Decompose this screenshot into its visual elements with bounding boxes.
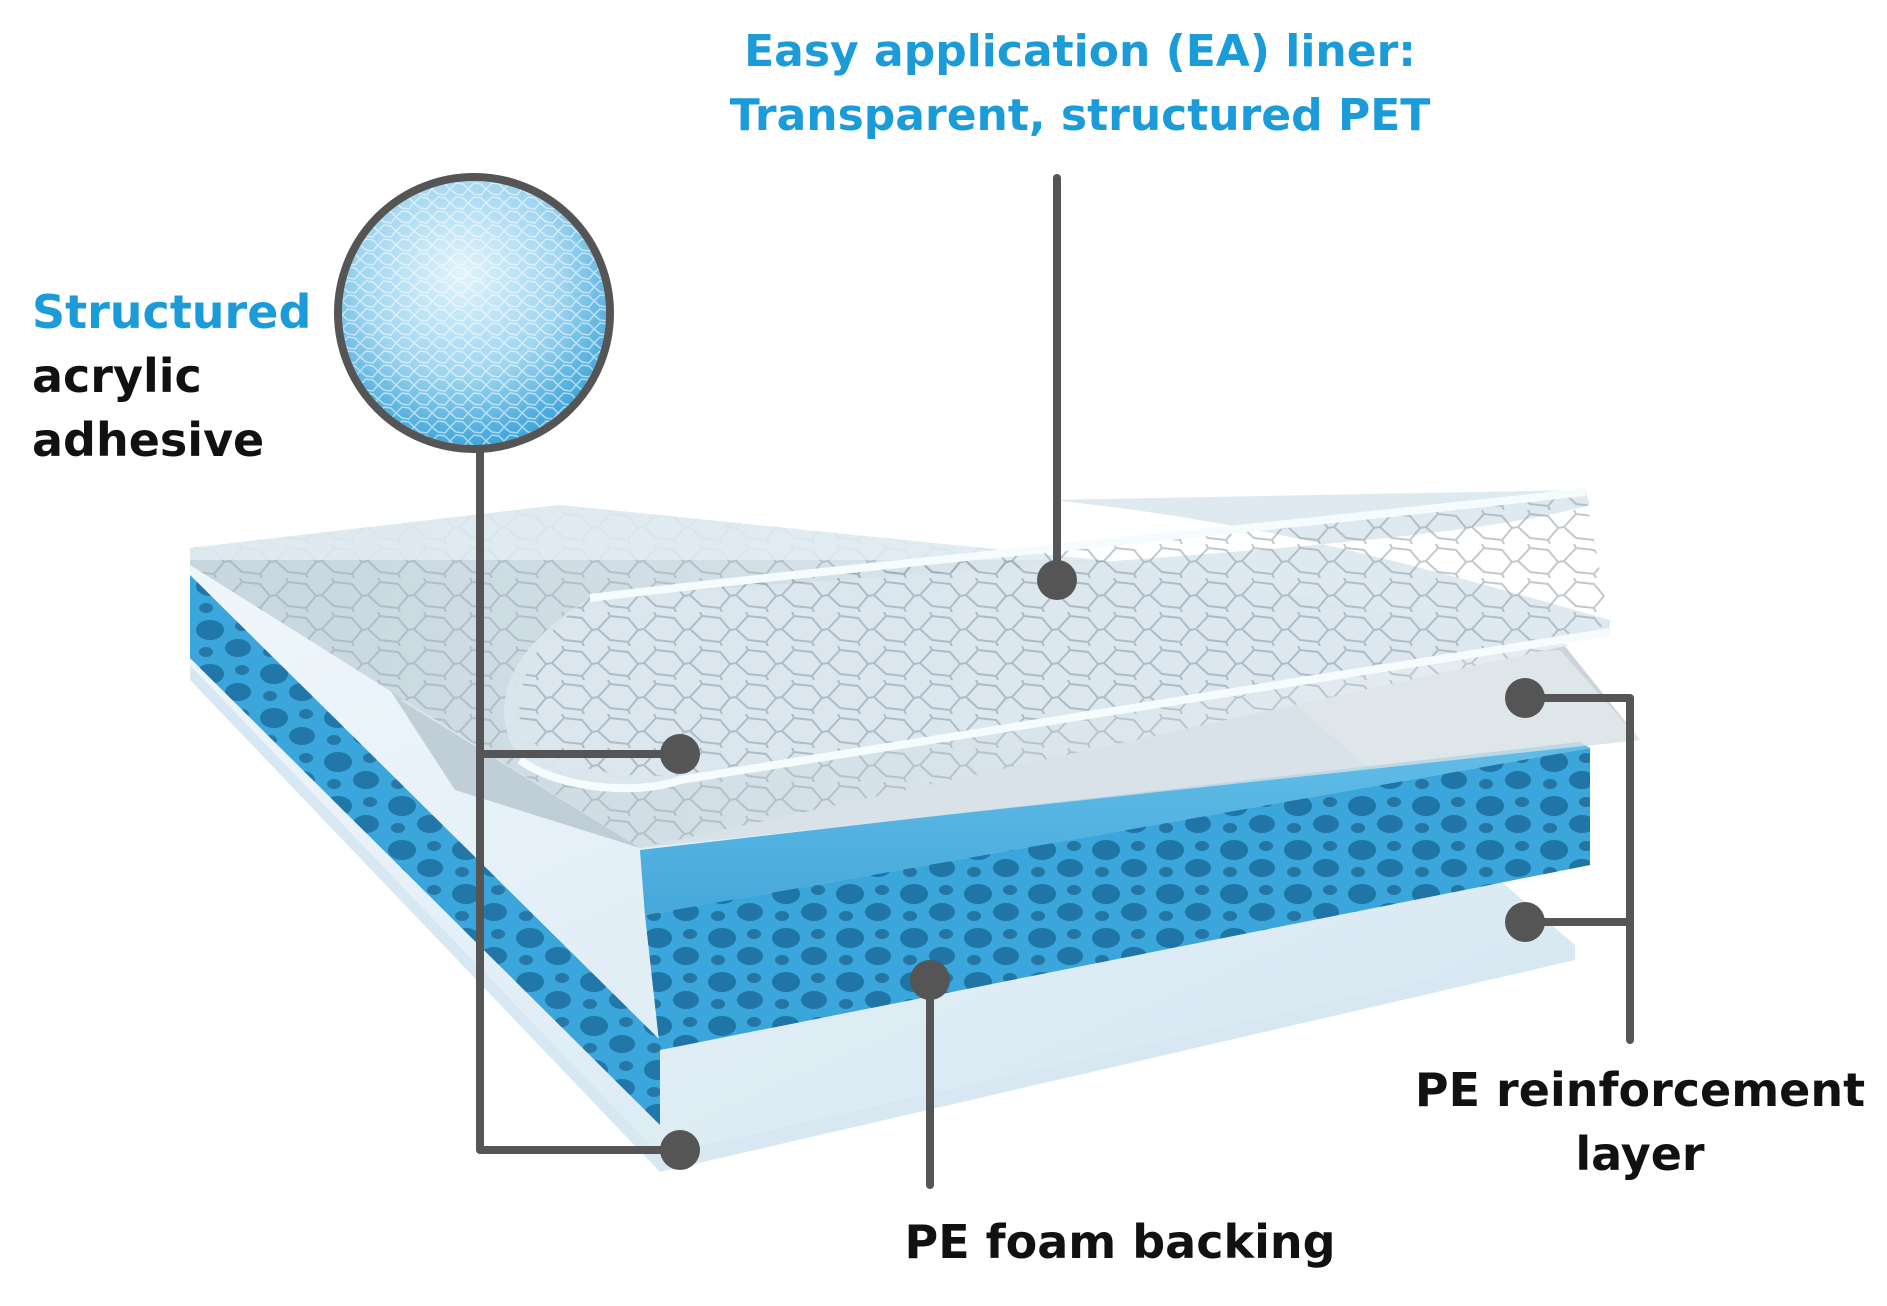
dot-reinforcement-bottom (1505, 902, 1545, 942)
dot-adhesive-bottom (660, 1130, 700, 1170)
ea-liner-label: Easy application (EA) liner: Transparent… (650, 20, 1510, 148)
adhesive-label-line2: acrylic (32, 349, 202, 403)
reinforcement-label-line2: layer (1575, 1127, 1705, 1181)
adhesive-magnifier (334, 173, 614, 453)
dot-adhesive-top (660, 734, 700, 774)
reinforcement-label-line1: PE reinforcement (1414, 1063, 1866, 1117)
adhesive-label: Structured acrylic adhesive (32, 280, 352, 472)
adhesive-label-line3: adhesive (32, 413, 265, 467)
foam-label-line1: PE foam backing (904, 1215, 1336, 1269)
dot-reinforcement-top (1505, 678, 1545, 718)
pointer-dots (660, 560, 1545, 1170)
dot-ea-liner (1037, 560, 1077, 600)
leader-lines (476, 174, 1634, 1189)
reinforcement-label: PE reinforcement layer (1400, 1058, 1880, 1186)
ea-liner-label-line1: Easy application (EA) liner: (744, 26, 1416, 77)
dot-foam (910, 960, 950, 1000)
leader-adhesive (476, 445, 684, 1154)
peeled-ea-liner (504, 488, 1611, 793)
foam-label: PE foam backing (860, 1210, 1380, 1274)
ea-liner-label-line2: Transparent, structured PET (729, 90, 1431, 141)
pe-foam-core (190, 575, 1590, 1125)
adhesive-label-line1: Structured (32, 285, 312, 339)
